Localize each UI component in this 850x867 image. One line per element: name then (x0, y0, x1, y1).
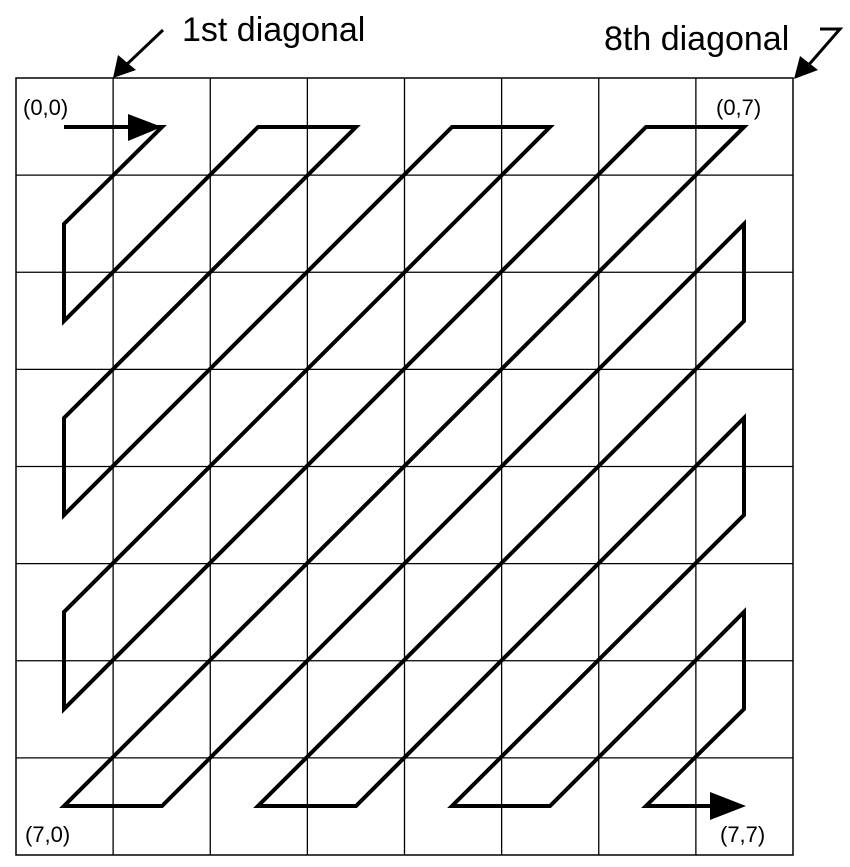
eighth-diagonal-pointer-line (804, 27, 844, 69)
first-diagonal-label: 1st diagonal (182, 11, 365, 49)
corner-label-top-left: (0,0) (23, 95, 68, 120)
corner-label-top-right: (0,7) (716, 95, 761, 120)
eighth-diagonal-arrow-icon (794, 56, 818, 79)
corner-label-bottom-right: (7,7) (720, 822, 765, 847)
eighth-diagonal-label: 8th diagonal (604, 20, 789, 58)
corner-label-bottom-left: (7,0) (25, 822, 70, 847)
end-arrow-icon (710, 792, 746, 820)
eighth-diagonal-pointer (794, 27, 844, 79)
first-diagonal-arrow-icon (113, 55, 136, 78)
scan-path (59, 114, 749, 820)
first-diagonal-pointer (113, 28, 165, 78)
start-arrow-icon (128, 114, 162, 141)
scan-path-line (59, 125, 749, 808)
first-diagonal-pointer-line (122, 28, 165, 69)
